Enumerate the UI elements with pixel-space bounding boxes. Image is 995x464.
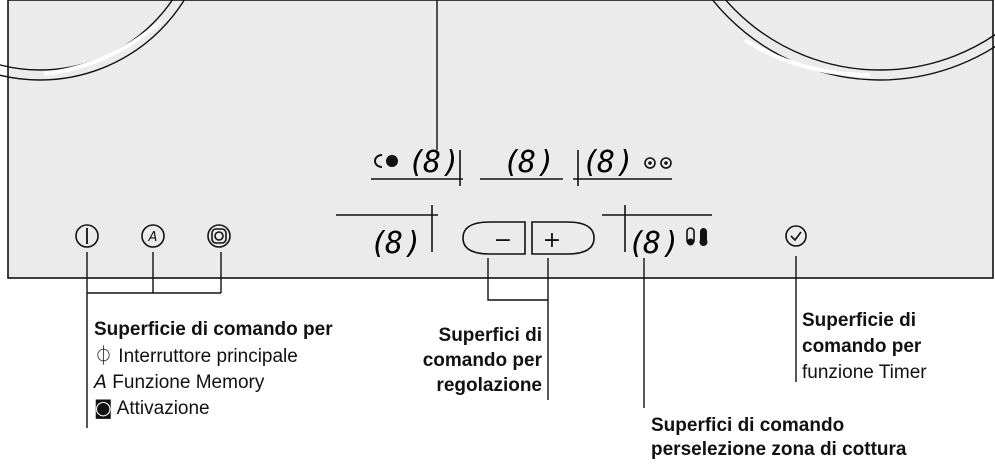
display-close-paren: ): [404, 226, 422, 261]
warm-indicator-icon: [686, 227, 708, 246]
display-close-paren: ): [537, 145, 555, 180]
main-group-item: ⏀ Interruttore principale: [94, 344, 298, 369]
regulation-label-line: comando per: [422, 350, 542, 371]
display-open-paren: (: [503, 145, 521, 180]
main-group-item: A Funzione Memory: [94, 370, 264, 395]
cooking-zone-right: [711, 0, 995, 81]
timer-label-line: Superficie di: [802, 310, 917, 331]
display-open-paren: (: [628, 226, 646, 261]
display-digit: 8: [385, 226, 403, 261]
display-open-paren: (: [408, 145, 426, 180]
memory-icon: A: [148, 230, 158, 245]
glass-panel: [7, 0, 994, 279]
zone-indicator-right-icon: [644, 157, 672, 169]
activation-button[interactable]: [207, 224, 231, 248]
timer-button[interactable]: [785, 225, 807, 247]
display-open-paren: (: [582, 145, 600, 180]
regulation-label-line: regolazione: [436, 375, 542, 396]
power-icon: ⏀: [94, 345, 114, 367]
display-row-upper: ( 8 ) ( 8 ) ( 8 ): [371, 145, 672, 186]
main-group-item-text: Attivazione: [116, 398, 210, 419]
minus-icon: −: [494, 228, 512, 253]
main-group-item: ◙ Attivazione: [94, 396, 210, 421]
display-open-paren: (: [370, 226, 388, 261]
leader-lines: [86, 252, 797, 428]
zone-indicator-left-icon: [374, 154, 398, 168]
memory-icon: A: [94, 371, 107, 393]
cooking-zone-left: [0, 0, 186, 81]
memory-button[interactable]: A: [141, 224, 165, 248]
zone-label-line: Superfici di comando: [651, 415, 845, 436]
plus-button[interactable]: +: [531, 221, 595, 255]
activation-icon: ◙: [94, 397, 113, 419]
display-close-paren: ): [662, 226, 680, 261]
zone-label-line: perselezione zona di cottura: [651, 439, 907, 460]
display-digit: 8: [643, 226, 661, 261]
main-group-item-text: Interruttore principale: [118, 346, 298, 367]
power-button[interactable]: [75, 224, 99, 248]
display-digit: 8: [597, 145, 615, 180]
display-digit: 8: [423, 145, 441, 180]
display-close-paren: ): [442, 145, 460, 180]
timer-label-line: comando per: [802, 336, 922, 357]
main-group-title: Superficie di comando per: [94, 319, 333, 340]
timer-label-sub: funzione Timer: [802, 362, 927, 383]
display-close-paren: ): [616, 145, 634, 180]
display-digit: 8: [518, 145, 536, 180]
regulation-label-line: Superfici di: [438, 325, 542, 346]
display-row-lower: ( 8 ) ( 8 ): [336, 205, 712, 261]
minus-button[interactable]: −: [462, 221, 526, 255]
main-group-item-text: Funzione Memory: [112, 372, 265, 393]
plus-icon: +: [543, 228, 561, 253]
